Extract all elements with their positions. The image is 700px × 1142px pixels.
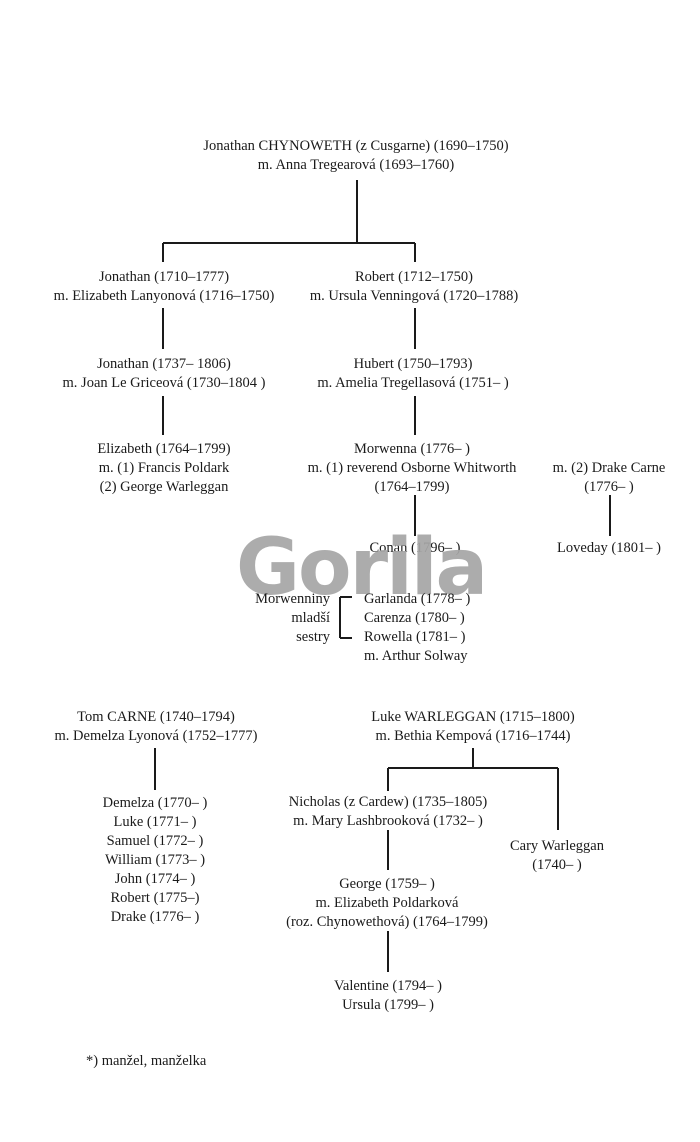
node-line: Nicholas (z Cardew) (1735–1805) [288, 794, 488, 810]
node-jonathan-1737: Jonathan (1737– 1806) m. Joan Le Griceov… [63, 355, 266, 393]
node-jonathan-chynoweth: Jonathan CHYNOWETH (z Cusgarne) (1690–17… [203, 137, 508, 175]
node-line: Morwenna (1776– ) [354, 441, 470, 457]
node-elizabeth: Elizabeth (1764–1799) m. (1) Francis Pol… [97, 440, 230, 497]
node-line: Robert (1712–1750) [354, 269, 473, 285]
node-jonathan-1710: Jonathan (1710–1777) m. Elizabeth Lanyon… [54, 268, 275, 306]
node-line: Luke (1771– ) [113, 814, 197, 830]
node-line: Demelza (1770– ) [102, 795, 208, 811]
node-line: Garlanda (1778– ) [364, 591, 471, 607]
node-line: John (1774– ) [114, 871, 196, 887]
node-line: Carenza (1780– ) [364, 610, 465, 626]
node-line: m. Mary Lashbrooková (1732– ) [293, 813, 483, 829]
node-line: Luke WARLEGGAN (1715–1800) [371, 709, 575, 725]
node-george: George (1759– ) m. Elizabeth Poldarková … [286, 875, 488, 932]
node-cary: Cary Warleggan (1740– ) [510, 837, 604, 875]
node-line: m. (1) reverend Osborne Whitworth [307, 460, 517, 476]
node-line: m. Elizabeth Lanyonová (1716–1750) [53, 288, 275, 304]
node-line: Valentine (1794– ) [334, 978, 442, 994]
node-line: Jonathan (1737– 1806) [97, 356, 231, 372]
node-line: Jonathan (1710–1777) [98, 269, 230, 285]
node-line: m. Demelza Lyonová (1752–1777) [54, 728, 258, 744]
node-line: mladší [291, 610, 330, 626]
node-drake-carne-m2: m. (2) Drake Carne (1776– ) [553, 459, 666, 497]
node-line: m. (1) Francis Poldark [98, 460, 230, 476]
node-morwenna: Morwenna (1776– ) m. (1) reverend Osborn… [308, 440, 517, 497]
node-line: Drake (1776– ) [110, 909, 200, 925]
node-robert-1712: Robert (1712–1750) m. Ursula Venningová … [310, 268, 518, 306]
node-line: sestry [296, 629, 330, 645]
node-line: m. Anna Tregearová (1693–1760) [257, 157, 455, 173]
node-hubert: Hubert (1750–1793) m. Amelia Tregellasov… [317, 355, 508, 393]
node-sisters: Garlanda (1778– ) Carenza (1780– ) Rowel… [364, 590, 470, 666]
node-line: Conan (1796– ) [369, 540, 461, 556]
node-line: (1740– ) [532, 857, 582, 873]
node-carne-children: Demelza (1770– ) Luke (1771– ) Samuel (1… [103, 794, 208, 927]
node-line: m. Amelia Tregellasová (1751– ) [317, 375, 509, 391]
node-line: William (1773– ) [104, 852, 206, 868]
node-line: m. Ursula Venningová (1720–1788) [309, 288, 519, 304]
node-sisters-label: Morwenniny mladší sestry [246, 590, 330, 647]
node-line: George (1759– ) [339, 876, 435, 892]
node-line: Hubert (1750–1793) [353, 356, 473, 372]
node-line: Robert (1775–) [110, 890, 200, 906]
node-line: m. Joan Le Griceová (1730–1804 ) [62, 375, 266, 391]
node-loveday: Loveday (1801– ) [557, 539, 661, 558]
footnote: *) manžel, manželka [86, 1053, 207, 1069]
watermark-logo: Gorila [236, 523, 488, 613]
node-line: m. Elizabeth Poldarková [315, 895, 459, 911]
node-line: Loveday (1801– ) [557, 540, 661, 556]
node-line: (2) George Warleggan [99, 479, 229, 495]
node-line: Cary Warleggan [510, 838, 604, 854]
node-line: (roz. Chynowethová) (1764–1799) [286, 914, 488, 930]
node-line: (1776– ) [584, 479, 634, 495]
node-line: Ursula (1799– ) [342, 997, 434, 1013]
node-luke-warleggan: Luke WARLEGGAN (1715–1800) m. Bethia Kem… [371, 708, 575, 746]
node-line: m. (2) Drake Carne [552, 460, 666, 476]
node-line: Samuel (1772– ) [106, 833, 204, 849]
node-line: Morwenniny [255, 591, 330, 607]
node-nicholas: Nicholas (z Cardew) (1735–1805) m. Mary … [289, 793, 488, 831]
node-valentine-ursula: Valentine (1794– ) Ursula (1799– ) [334, 977, 442, 1015]
node-line: m. Arthur Solway [364, 648, 468, 664]
node-conan: Conan (1796– ) [369, 539, 460, 558]
node-line: Tom CARNE (1740–1794) [77, 709, 235, 725]
node-line: m. Bethia Kempová (1716–1744) [375, 728, 571, 744]
node-line: Jonathan CHYNOWETH (z Cusgarne) (1690–17… [203, 138, 509, 154]
node-tom-carne: Tom CARNE (1740–1794) m. Demelza Lyonová… [55, 708, 258, 746]
node-line: Rowella (1781– ) [364, 629, 466, 645]
node-line: Elizabeth (1764–1799) [97, 441, 231, 457]
node-line: (1764–1799) [374, 479, 450, 495]
